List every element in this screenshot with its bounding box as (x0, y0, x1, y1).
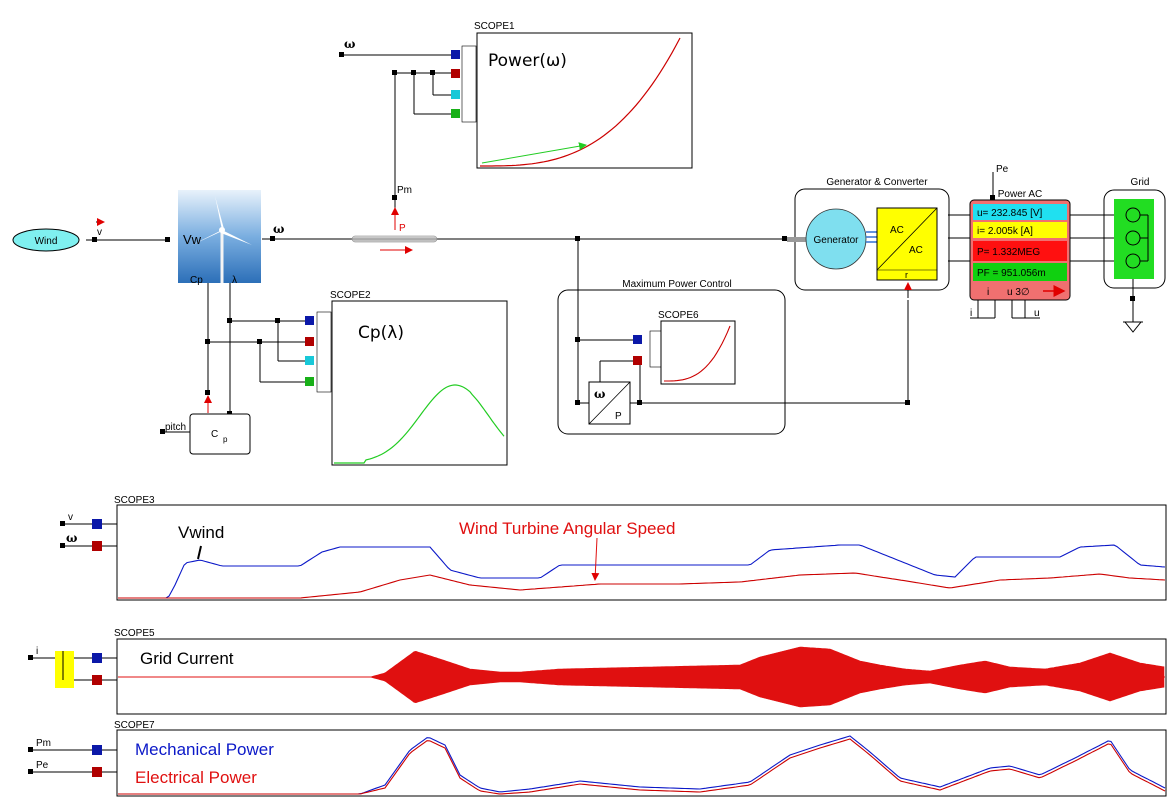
gen-conv-link (866, 231, 877, 243)
grid-source-icons (1125, 207, 1149, 269)
wind-turbine-block[interactable]: Vw Cp λ (178, 190, 261, 286)
wind-source-label: Wind (35, 236, 58, 247)
scope5-name: SCOPE5 (114, 628, 155, 639)
scope3-name: SCOPE3 (114, 495, 155, 506)
meter-i-pin-label: i (970, 308, 972, 319)
mpc-group[interactable]: ω P (557, 289, 786, 435)
scope2-ports (305, 311, 332, 393)
converter-r-label: r (905, 270, 908, 280)
scope7-legend-elec: Electrical Power (135, 768, 257, 787)
scope1-ports (451, 45, 477, 123)
converter-ac-bottom: AC (909, 245, 923, 256)
meter-p-value: P= 1.332MEG (977, 247, 1040, 258)
meter-foot-i: i (987, 287, 989, 298)
meter-title: Power AC (998, 189, 1042, 200)
cp-block-label: C (211, 429, 218, 440)
scope1-name: SCOPE1 (474, 21, 515, 32)
power-ac-meter[interactable]: u= 232.845 [V] i= 2.005k [A] P= 1.332MEG… (969, 199, 1071, 301)
scope6[interactable] (660, 320, 736, 385)
scope3-wind-speed-curve (118, 544, 1166, 599)
scope1-mpp-arrow (481, 142, 587, 164)
converter-block[interactable]: AC AC r (876, 207, 938, 281)
turbine-cp-label: Cp (190, 275, 203, 286)
wire-label-omega-scope1: ω (344, 37, 355, 51)
wire-label-omega-turbine: ω (273, 222, 284, 236)
turbine-lambda-label: λ (232, 275, 237, 286)
wire-label-pm: Pm (397, 185, 412, 196)
meter-pf-row (973, 263, 1067, 281)
scope6-name: SCOPE6 (658, 310, 699, 321)
grid-block[interactable] (1103, 189, 1166, 289)
meter-pf-value: PF = 951.056m (977, 268, 1046, 279)
wire-label-pitch: pitch (165, 422, 186, 433)
power-sensor[interactable]: P (380, 207, 413, 254)
scope1-title: Power(ω) (488, 51, 567, 71)
scope5-title: Grid Current (140, 649, 234, 668)
grid-title: Grid (1131, 177, 1150, 188)
meter-u-pin-label: u (1034, 308, 1040, 319)
scope5-ports (55, 651, 102, 688)
scope3[interactable]: Vwind Wind Turbine Angular Speed (116, 504, 1167, 601)
scope2-title: Cp(λ) (358, 323, 404, 343)
cp-block[interactable]: C p (189, 413, 251, 455)
scope7-ports (92, 745, 102, 777)
scope3-wire-v: v (68, 512, 73, 523)
scope2[interactable]: Cp(λ) (331, 300, 508, 466)
wire-label-pe-meter: Pe (996, 164, 1009, 175)
scope3-ports (92, 519, 102, 551)
scope6-ports (633, 330, 662, 368)
genconv-group[interactable]: Generator AC AC r (787, 188, 950, 298)
scope2-name: SCOPE2 (330, 290, 371, 301)
meter-i-row (973, 222, 1067, 238)
sensor-p-label: P (399, 223, 406, 234)
scope6-curve (664, 325, 731, 382)
speed-pointer-arrow (591, 537, 600, 581)
scope5-wire-i: i (36, 646, 38, 657)
scope5[interactable]: Grid Current (116, 638, 1167, 715)
scope7-wire-pm: Pm (36, 738, 51, 749)
meter-p-row (973, 241, 1067, 261)
ground-icon (1123, 321, 1143, 333)
scope1[interactable]: Power(ω) (476, 32, 693, 169)
scope2-cp-curve (334, 384, 505, 464)
wind-turbine-icon (190, 196, 252, 283)
scope3-annotation-vwind: Vwind (178, 523, 224, 542)
scope7-legend-mech: Mechanical Power (135, 740, 274, 759)
cp-block-sub: p (223, 435, 228, 444)
wires (30, 54, 1143, 773)
genconv-title: Generator & Converter (826, 177, 928, 188)
meter-u-value: u= 232.845 [V] (977, 208, 1043, 219)
mpc-out-label: P (615, 411, 622, 422)
meter-foot-u: u 3∅ (1007, 287, 1030, 298)
generator-shaft (787, 237, 809, 242)
sky-background (178, 190, 261, 283)
mpc-in-label: ω (594, 387, 605, 401)
scope3-angular-speed-curve (118, 572, 1166, 599)
scope3-wire-omega: ω (66, 531, 77, 545)
scope3-annotation-speed: Wind Turbine Angular Speed (459, 519, 675, 538)
scope7-name: SCOPE7 (114, 720, 155, 731)
mechanical-shaft[interactable] (351, 235, 438, 243)
scope7[interactable]: Mechanical Power Electrical Power (116, 729, 1167, 797)
generator-label: Generator (813, 235, 859, 246)
wire-label-v: v (97, 227, 102, 238)
wind-source[interactable]: Wind (12, 228, 80, 252)
generator-block[interactable]: Generator (805, 208, 867, 270)
meter-i-value: i= 2.005k [A] (977, 226, 1033, 237)
meter-u-row (973, 204, 1067, 220)
vwind-pointer-arrow (197, 545, 202, 560)
converter-ac-top: AC (890, 225, 904, 236)
scope7-wire-pe: Pe (36, 760, 49, 771)
scope7-electrical-power-curve (118, 738, 1166, 795)
mpc-title: Maximum Power Control (622, 279, 731, 290)
mpc-lookup-block[interactable]: ω P (588, 381, 631, 425)
turbine-vw-label: Vw (183, 232, 202, 247)
